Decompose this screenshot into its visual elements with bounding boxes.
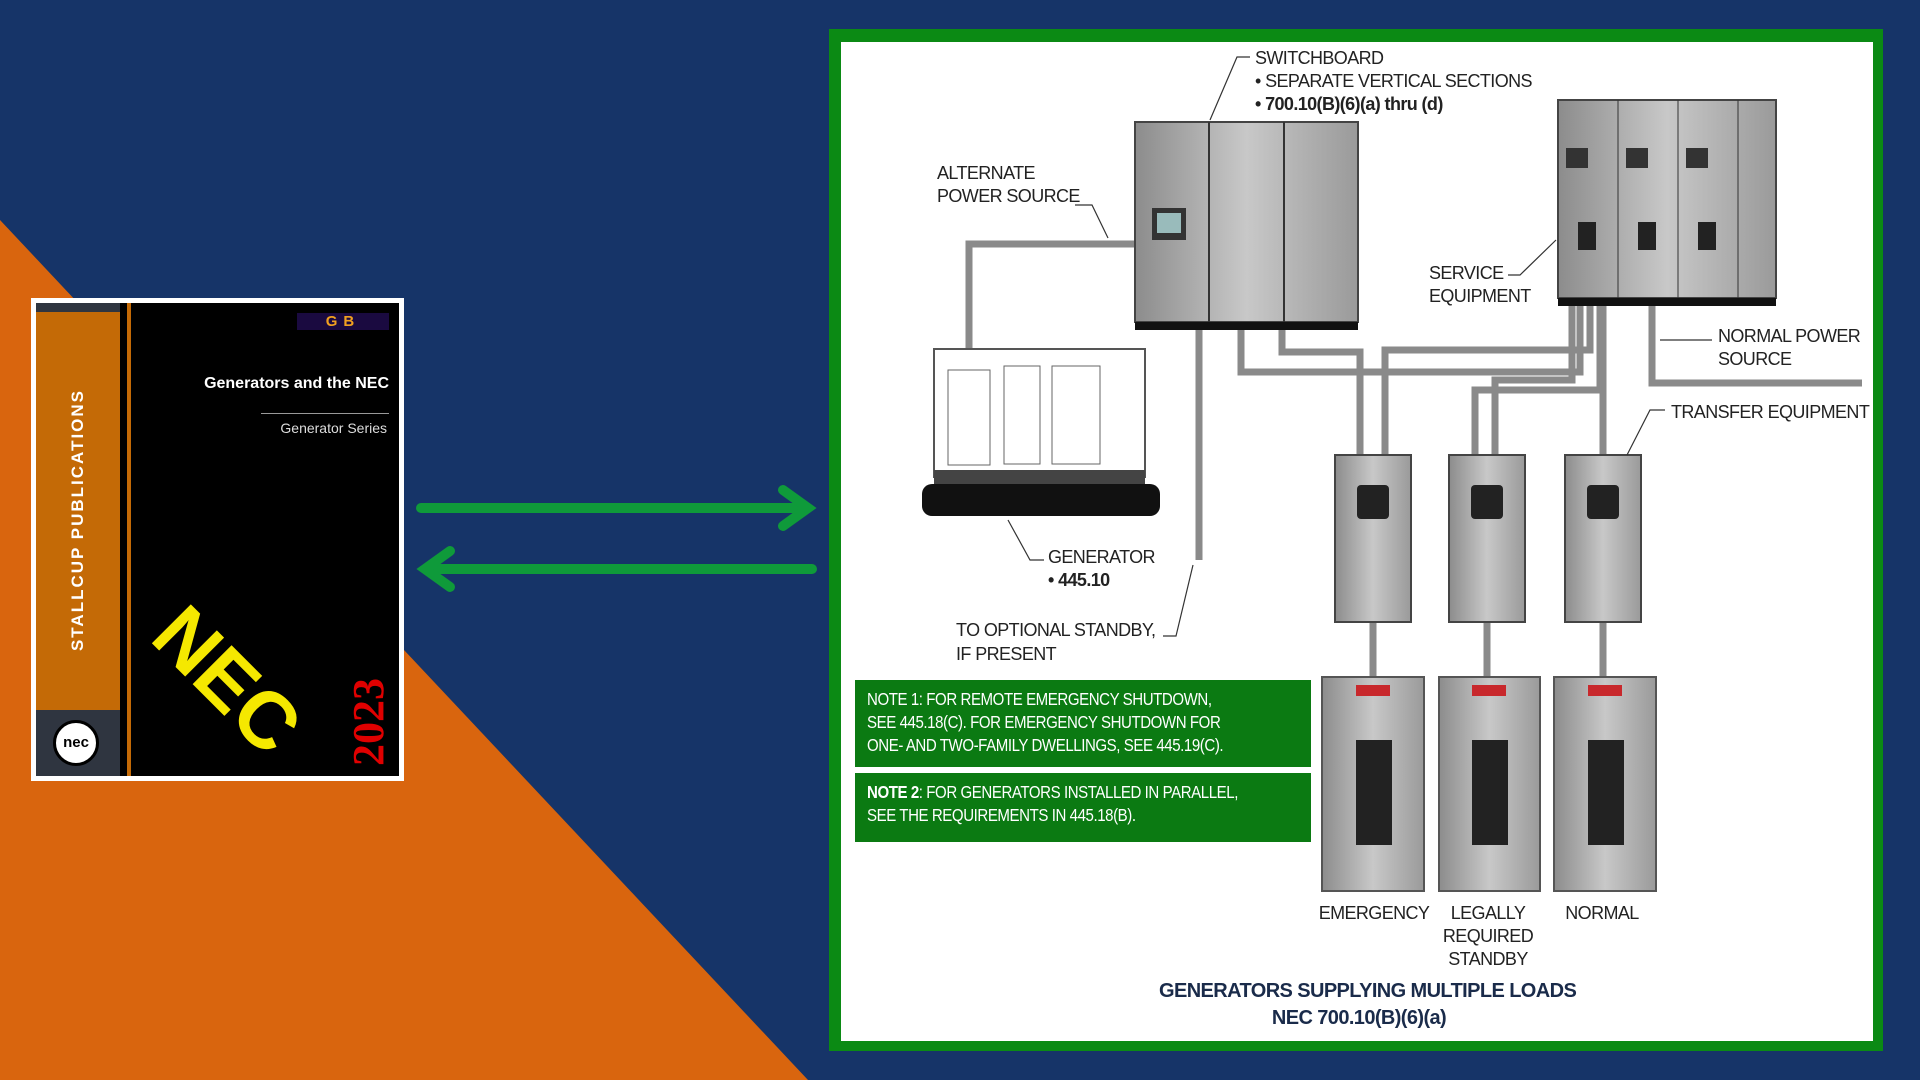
nec-cover-mark: NEC [136, 589, 318, 771]
diagram-title: GENERATORS SUPPLYING MULTIPLE LOADS [1159, 980, 1577, 1002]
service-equipment [1557, 99, 1777, 306]
conduits [965, 240, 1862, 677]
generator-ref: • 445.10 [1048, 570, 1110, 590]
load-normal: NORMAL [1565, 903, 1639, 923]
alternate-label-2: POWER SOURCE [937, 186, 1080, 206]
note-1-line: SEE 445.18(C). FOR EMERGENCY SHUTDOWN FO… [867, 712, 1221, 732]
normal-source-label-2: SOURCE [1718, 349, 1792, 369]
switchboard-label: SWITCHBOARD [1255, 48, 1384, 68]
arrow-left-icon [416, 546, 817, 592]
load-emergency: EMERGENCY [1319, 903, 1430, 923]
diagram-subtitle: NEC 700.10(B)(6)(a) [1271, 1007, 1447, 1029]
note-2: NOTE 2: FOR GENERATORS INSTALLED IN PARA… [855, 773, 1311, 842]
generator-label: GENERATOR [1048, 547, 1156, 567]
alternate-label-1: ALTERNATE [937, 163, 1036, 183]
note-2-line2: SEE THE REQUIREMENTS IN 445.18(B). [867, 805, 1136, 825]
book-subtitle: Generator Series [280, 420, 387, 436]
switchboard-line2: • 700.10(B)(6)(a) thru (d) [1255, 94, 1443, 114]
load-legally: LEGALLY [1451, 903, 1526, 923]
note-2-heading: NOTE 2 [867, 782, 919, 802]
optional-label-1: TO OPTIONAL STANDBY, [956, 620, 1155, 640]
switchboard-line1: • SEPARATE VERTICAL SECTIONS [1255, 71, 1532, 91]
book-spine: STALLCUP PUBLICATIONS nec [36, 303, 120, 776]
generator [922, 348, 1160, 516]
arrow-right-icon [416, 485, 817, 531]
note-2-text: : FOR GENERATORS INSTALLED IN PARALLEL, [918, 782, 1239, 802]
gb-logo: GB [297, 313, 389, 330]
nec-badge-logo: nec [53, 720, 99, 766]
leader-lines [1007, 56, 1712, 637]
normal-source-label-1: NORMAL POWER [1718, 326, 1861, 346]
transfer-label: TRANSFER EQUIPMENT [1671, 402, 1870, 422]
load-required: REQUIRED [1443, 926, 1534, 946]
book-title: Generators and the NEC [204, 375, 389, 392]
switchboard [1134, 121, 1359, 330]
book-cover[interactable]: STALLCUP PUBLICATIONS nec GB Generators … [31, 298, 404, 781]
service-label-2: EQUIPMENT [1429, 286, 1531, 306]
load-standby: STANDBY [1448, 949, 1528, 969]
note-1-line: ONE- AND TWO-FAMILY DWELLINGS, SEE 445.1… [867, 735, 1224, 755]
note-1: NOTE 1: FOR REMOTE EMERGENCY SHUTDOWN, S… [855, 680, 1311, 767]
transfer-switches [1334, 454, 1642, 623]
note-1-line: NOTE 1: FOR REMOTE EMERGENCY SHUTDOWN, [867, 689, 1212, 709]
note-2-line1: NOTE 2: FOR GENERATORS INSTALLED IN PARA… [867, 781, 1238, 804]
panelboards [1321, 676, 1657, 892]
service-label-1: SERVICE [1429, 263, 1504, 283]
optional-label-2: IF PRESENT [956, 644, 1057, 664]
